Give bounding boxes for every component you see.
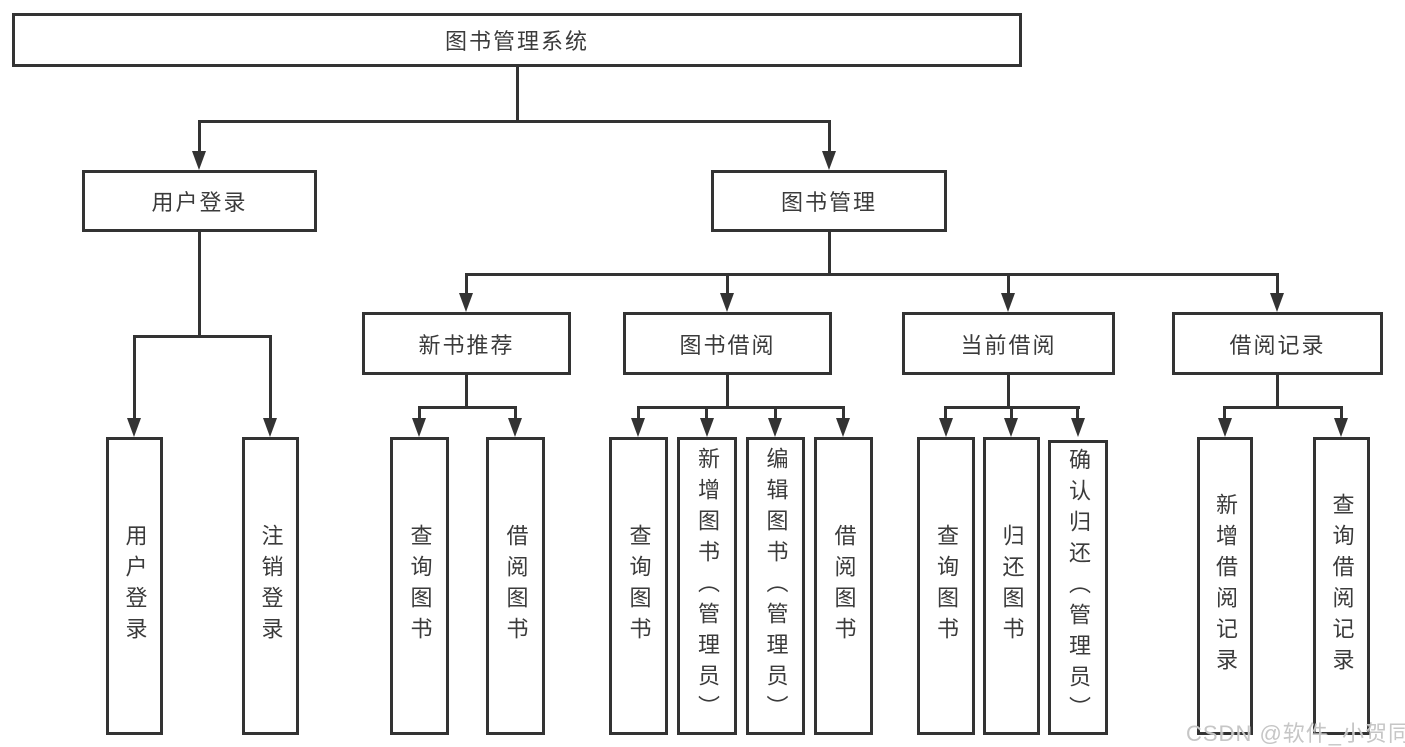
connector-vline: [774, 406, 777, 418]
node-root: 图书管理系统: [12, 13, 1022, 67]
connector-vline: [516, 67, 519, 122]
node-leaf-query-books-borrowing: 查询图书: [609, 437, 668, 735]
arrow-down-icon: [836, 418, 850, 437]
connector-vline: [514, 406, 517, 418]
connector-vline: [726, 375, 729, 409]
arrow-down-icon: [700, 418, 714, 437]
connector-vline: [418, 406, 421, 418]
connector-vline: [726, 273, 729, 294]
arrow-down-icon: [822, 151, 836, 170]
connector-hline: [1223, 406, 1343, 409]
csdn-watermark: CSDN @软件_小贺同学: [1186, 721, 1405, 746]
arrow-down-icon: [1001, 293, 1015, 312]
connector-hline: [198, 120, 831, 123]
arrow-down-icon: [1218, 418, 1232, 437]
connector-hline: [133, 335, 272, 338]
arrow-down-icon: [768, 418, 782, 437]
connector-vline: [1276, 375, 1279, 409]
connector-vline: [269, 335, 272, 419]
connector-vline: [465, 273, 468, 294]
node-leaf-edit-books-admin: 编辑图书（管理员）: [746, 437, 805, 735]
connector-hline: [637, 406, 845, 409]
connector-vline: [198, 120, 201, 151]
connector-vline: [133, 335, 136, 419]
node-leaf-return-books: 归还图书: [983, 437, 1040, 735]
connector-vline: [465, 375, 468, 409]
arrow-down-icon: [192, 151, 206, 170]
node-leaf-query-books-current: 查询图书: [917, 437, 975, 735]
arrow-down-icon: [1334, 418, 1348, 437]
node-leaf-borrow-books-recommend: 借阅图书: [486, 437, 545, 735]
node-leaf-user-login: 用户登录: [106, 437, 163, 735]
arrow-down-icon: [459, 293, 473, 312]
connector-vline: [1223, 406, 1226, 418]
connector-vline: [1007, 273, 1010, 294]
node-leaf-add-books-admin: 新增图书（管理员）: [677, 437, 737, 735]
connector-vline: [1076, 406, 1079, 418]
node-leaf-borrow-books: 借阅图书: [814, 437, 873, 735]
arrow-down-icon: [720, 293, 734, 312]
arrow-down-icon: [631, 418, 645, 437]
connector-hline: [465, 273, 1279, 276]
arrow-down-icon: [412, 418, 426, 437]
node-leaf-confirm-return-admin: 确认归还（管理员）: [1048, 440, 1108, 735]
connector-vline: [705, 406, 708, 418]
node-leaf-add-borrow-record: 新增借阅记录: [1197, 437, 1253, 735]
connector-vline: [1010, 406, 1013, 418]
node-book-management: 图书管理: [711, 170, 947, 232]
arrow-down-icon: [127, 418, 141, 437]
node-leaf-query-borrow-record: 查询借阅记录: [1313, 437, 1370, 735]
node-book-borrowing: 图书借阅: [623, 312, 832, 375]
node-leaf-query-books-recommend: 查询图书: [390, 437, 449, 735]
node-current-borrowing: 当前借阅: [902, 312, 1115, 375]
connector-vline: [828, 232, 831, 276]
connector-vline: [1276, 273, 1279, 294]
connector-hline: [418, 406, 517, 409]
connector-vline: [1340, 406, 1343, 418]
arrow-down-icon: [1004, 418, 1018, 437]
connector-vline: [637, 406, 640, 418]
connector-vline: [842, 406, 845, 418]
node-new-book-recommend: 新书推荐: [362, 312, 571, 375]
connector-vline: [198, 232, 201, 338]
node-user-login: 用户登录: [82, 170, 317, 232]
arrow-down-icon: [263, 418, 277, 437]
arrow-down-icon: [1071, 418, 1085, 437]
arrow-down-icon: [508, 418, 522, 437]
arrow-down-icon: [939, 418, 953, 437]
node-leaf-logout: 注销登录: [242, 437, 299, 735]
connector-vline: [828, 120, 831, 151]
arrow-down-icon: [1270, 293, 1284, 312]
connector-vline: [1007, 375, 1010, 409]
node-borrowing-records: 借阅记录: [1172, 312, 1383, 375]
connector-vline: [944, 406, 947, 418]
